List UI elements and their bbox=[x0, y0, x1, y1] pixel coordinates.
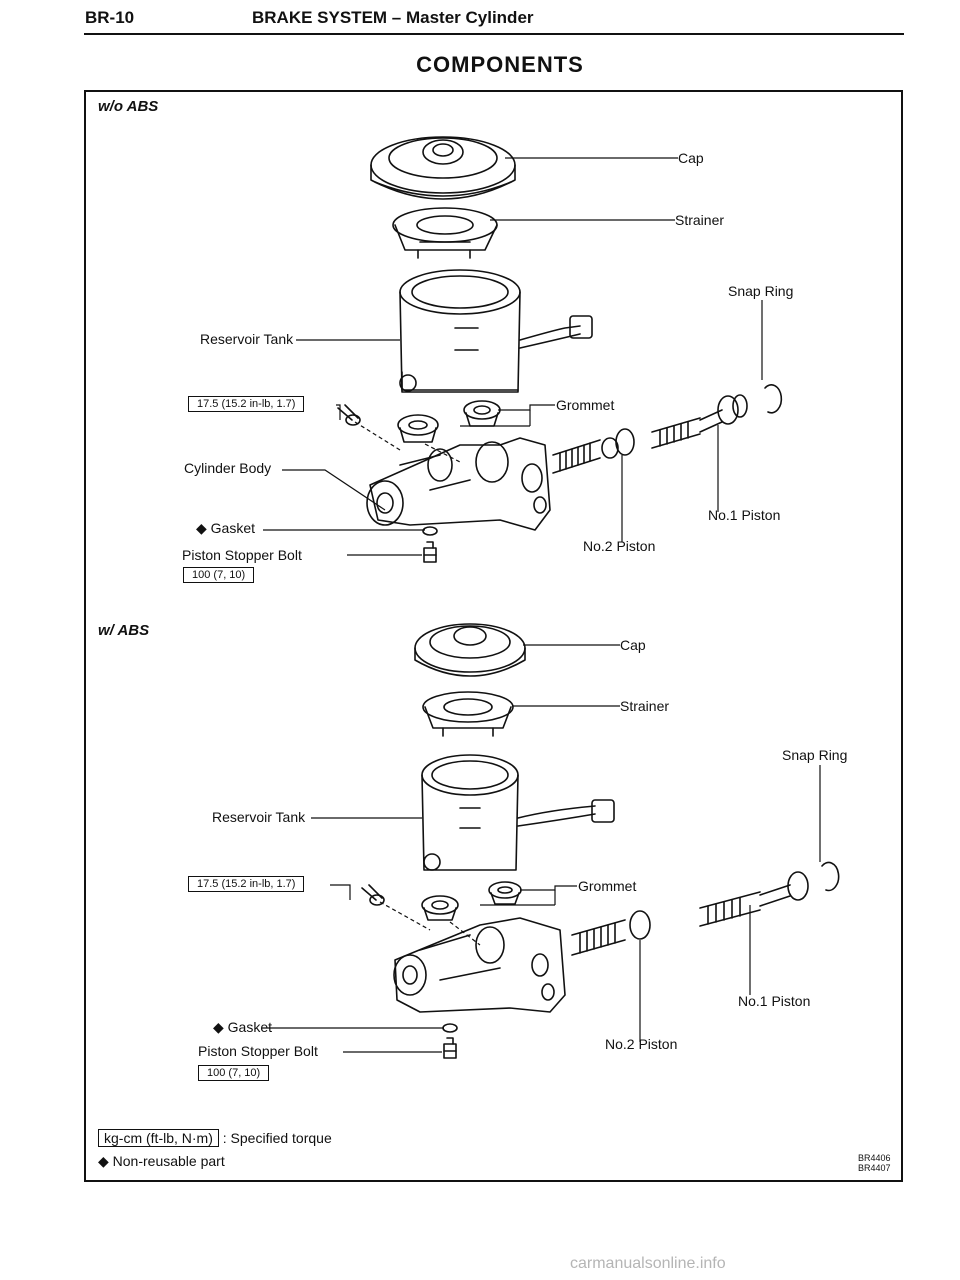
snap-ring-upper bbox=[764, 384, 783, 414]
label-reservoir-tank-upper: Reservoir Tank bbox=[200, 331, 294, 347]
section-title: BRAKE SYSTEM – Master Cylinder bbox=[252, 8, 534, 27]
pistons-upper bbox=[552, 394, 748, 474]
page-number: BR-10 bbox=[85, 8, 135, 27]
label-grommet-lower: Grommet bbox=[578, 878, 637, 894]
label-no2-piston-upper: No.2 Piston bbox=[583, 538, 656, 554]
figure-code-1: BR4406 bbox=[858, 1153, 891, 1163]
label-gasket-lower: ◆ Gasket bbox=[213, 1019, 273, 1035]
reservoir-tank-lower bbox=[421, 754, 615, 871]
header-rule bbox=[84, 33, 904, 35]
label-cap-upper: Cap bbox=[678, 150, 704, 166]
label-snap-ring-lower: Snap Ring bbox=[782, 747, 848, 763]
label-snap-ring-upper: Snap Ring bbox=[728, 283, 794, 299]
watermark: carmanualsonline.info bbox=[570, 1255, 726, 1272]
label-cylinder-body-upper: Cylinder Body bbox=[184, 460, 272, 476]
legend-nonreusable: ◆ Non-reusable part bbox=[98, 1153, 225, 1169]
snap-ring-lower bbox=[821, 861, 840, 892]
torque-bolt-upper: 100 (7, 10) bbox=[183, 567, 255, 583]
label-no1-piston-lower: No.1 Piston bbox=[738, 993, 811, 1009]
label-piston-stopper-bolt-lower: Piston Stopper Bolt bbox=[198, 1043, 318, 1059]
figure-code-2: BR4407 bbox=[858, 1163, 891, 1173]
small-bolt-upper bbox=[337, 404, 361, 426]
cylinder-body-upper bbox=[366, 437, 551, 531]
small-bolt-lower bbox=[361, 884, 385, 906]
label-strainer-upper: Strainer bbox=[675, 212, 725, 228]
gasket-bolt-lower bbox=[442, 1023, 458, 1059]
grommets-upper bbox=[397, 400, 501, 443]
torque-bolt-lower: 100 (7, 10) bbox=[198, 1065, 270, 1081]
page-title: COMPONENTS bbox=[416, 52, 584, 77]
legend-torque-unit: kg-cm (ft-lb, N·m) bbox=[98, 1129, 219, 1147]
label-piston-stopper-bolt-upper: Piston Stopper Bolt bbox=[182, 547, 302, 563]
pistons-lower bbox=[571, 871, 809, 956]
gasket-bolt-upper bbox=[422, 526, 438, 563]
cap-part-upper bbox=[370, 136, 516, 200]
label-grommet-upper: Grommet bbox=[556, 397, 615, 413]
cap-part-lower bbox=[414, 623, 526, 677]
label-strainer-lower: Strainer bbox=[620, 698, 670, 714]
strainer-part-lower bbox=[422, 691, 514, 737]
cylinder-body-lower bbox=[393, 917, 566, 1013]
strainer-part-upper bbox=[392, 207, 498, 259]
section-heading-wo-abs: w/o ABS bbox=[98, 98, 159, 115]
label-cap-lower: Cap bbox=[620, 637, 646, 653]
diagram-frame bbox=[84, 90, 903, 1182]
label-gasket-upper: ◆ Gasket bbox=[196, 520, 256, 536]
label-no1-piston-upper: No.1 Piston bbox=[708, 507, 781, 523]
section-heading-w-abs: w/ ABS bbox=[98, 622, 150, 639]
legend-torque-desc: : Specified torque bbox=[222, 1130, 332, 1146]
reservoir-tank-upper bbox=[399, 269, 593, 393]
torque-tank-upper: 17.5 (15.2 in-lb, 1.7) bbox=[188, 396, 305, 412]
label-no2-piston-lower: No.2 Piston bbox=[605, 1036, 678, 1052]
label-reservoir-tank-lower: Reservoir Tank bbox=[212, 809, 306, 825]
torque-tank-lower: 17.5 (15.2 in-lb, 1.7) bbox=[188, 876, 305, 892]
legend-torque: kg-cm (ft-lb, N·m) : Specified torque bbox=[98, 1129, 332, 1147]
grommets-lower bbox=[421, 881, 522, 921]
